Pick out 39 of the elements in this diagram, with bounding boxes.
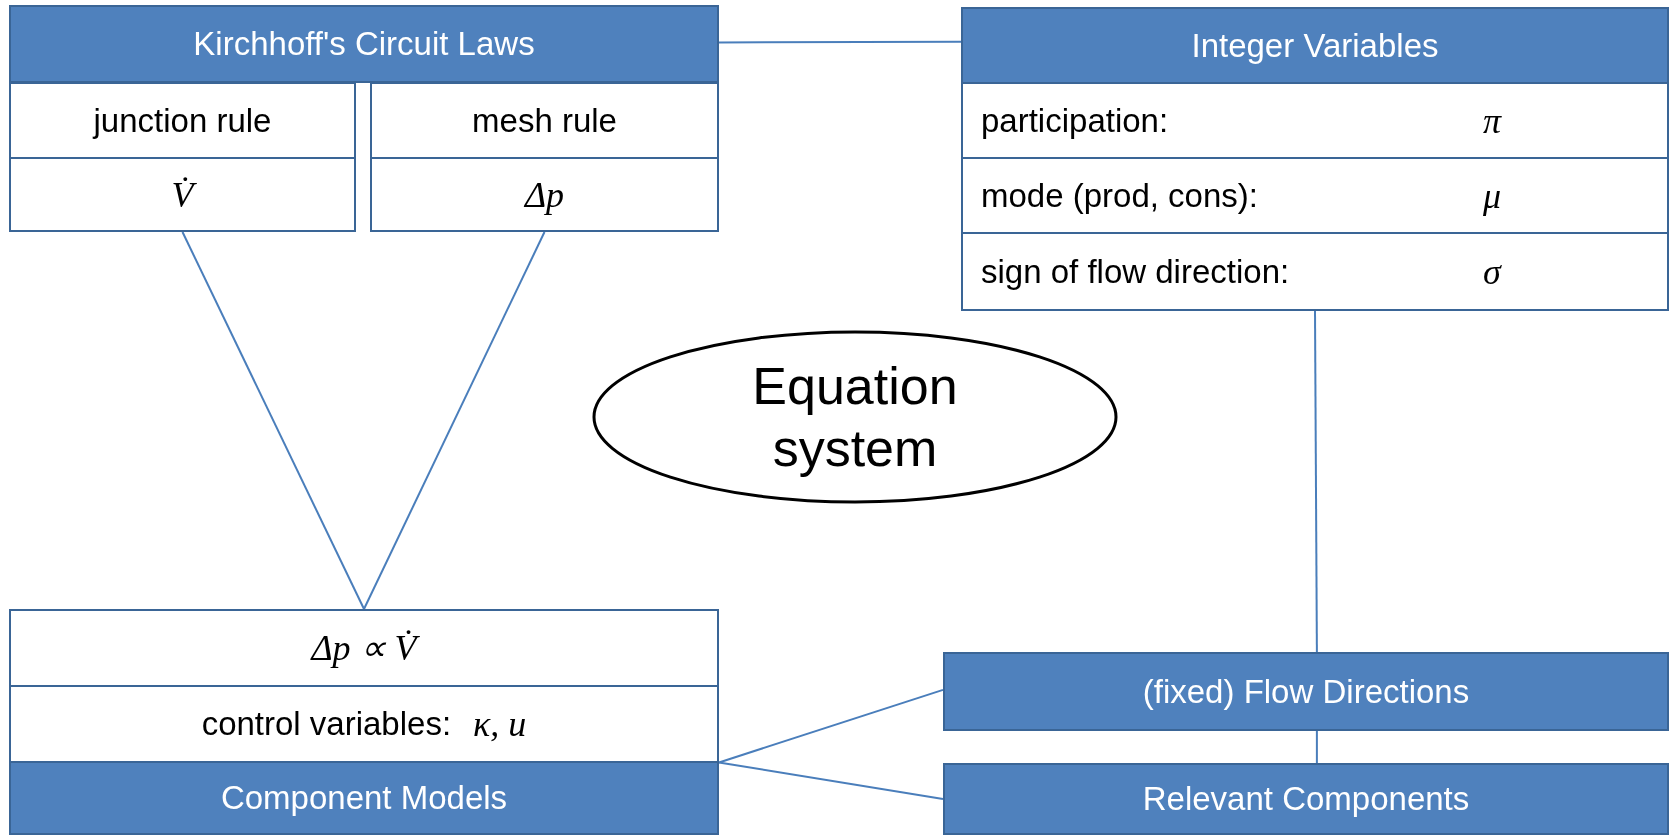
label-text: junction rule [93, 101, 272, 140]
connector-line [718, 761, 944, 800]
math-cell [370, 157, 719, 232]
variable-row [961, 82, 1669, 159]
math-cell [9, 609, 719, 687]
connector-line [181, 231, 365, 610]
math-symbol: Δp [524, 173, 565, 216]
connector-line [363, 231, 546, 610]
label-text: control variables: [201, 705, 452, 743]
rule-cell [9, 82, 356, 159]
math-symbol: κ, u [473, 703, 527, 745]
label-text: (fixed) Flow Directions [1142, 672, 1470, 711]
math-symbol: σ [1483, 250, 1501, 293]
header-box [9, 761, 719, 835]
ellipse-node [592, 330, 1118, 504]
math-cell [9, 157, 356, 232]
header-box [9, 5, 719, 83]
connector-line [1314, 310, 1318, 653]
variable-row [961, 232, 1669, 311]
label-text: Equation system [751, 355, 959, 479]
label-text: Integer Variables [1191, 26, 1439, 65]
connector-line [718, 40, 962, 44]
connector-line [718, 688, 944, 764]
math-symbol: π [1483, 99, 1502, 142]
rule-cell [370, 82, 719, 159]
label-text: sign of flow direction: [981, 252, 1290, 291]
variable-row [961, 157, 1669, 234]
connector-line [1315, 730, 1318, 764]
label-text: participation: [981, 101, 1169, 140]
math-symbol: μ [1483, 174, 1502, 217]
header-box [961, 7, 1669, 84]
label-text: mesh rule [472, 101, 617, 140]
label-text: Kirchhoff's Circuit Laws [193, 25, 535, 63]
header-box [943, 763, 1669, 835]
header-box [943, 652, 1669, 731]
control-cell [9, 685, 719, 763]
label-text: mode (prod, cons): [981, 176, 1258, 215]
label-text: Component Models [220, 779, 508, 817]
label-text: Relevant Components [1142, 780, 1470, 818]
